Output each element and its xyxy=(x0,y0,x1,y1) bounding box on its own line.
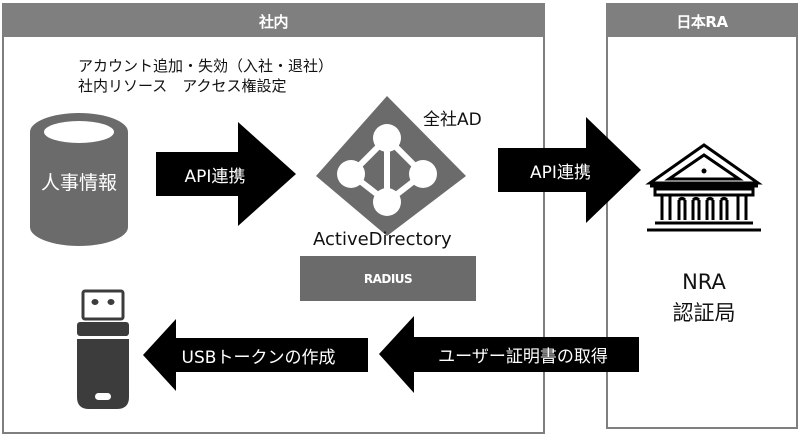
arrow-to-usb: USBトークンの作成 xyxy=(143,319,368,391)
active-directory-caption: 全社AD xyxy=(423,110,482,130)
right-arrow-shape xyxy=(498,117,641,223)
arrow-hr-to-ad-label: API連携 xyxy=(184,166,246,187)
arrow-ad-to-nra-label: API連携 xyxy=(530,162,591,183)
nra-label-line2: 認証局 xyxy=(672,301,736,325)
active-directory-label: ActiveDirectory xyxy=(313,229,452,250)
database-cylinder-icon xyxy=(30,113,128,246)
active-directory-node xyxy=(308,94,468,238)
right-arrow-shape xyxy=(156,122,296,226)
hr-database-node: 人事情報 xyxy=(28,112,130,247)
process-note-line2: 社内リソース アクセス権設定 xyxy=(78,77,287,95)
arrow-nra-to-internal: ユーザー証明書の取得 xyxy=(379,316,639,393)
bank-building-icon xyxy=(645,143,763,232)
left-arrow-shape xyxy=(143,319,368,391)
internal-zone-header: 社内 xyxy=(4,5,543,37)
left-arrow-shape xyxy=(379,316,639,393)
ra-zone-header: 日本RA xyxy=(608,5,796,37)
nra-node xyxy=(643,142,765,242)
process-note-line1: アカウント追加・失効（入社・退社） xyxy=(78,57,334,75)
arrow-hr-to-ad: API連携 xyxy=(156,122,296,226)
radius-box: RADIUS xyxy=(300,256,476,301)
arrow-to-usb-label: USBトークンの作成 xyxy=(181,347,336,368)
arrow-nra-to-internal-label: ユーザー証明書の取得 xyxy=(438,347,608,367)
usb-token-node xyxy=(76,289,130,411)
hr-database-label: 人事情報 xyxy=(40,172,117,194)
arrow-ad-to-nra: API連携 xyxy=(498,117,641,223)
usb-token-icon xyxy=(77,289,129,409)
active-directory-icon xyxy=(316,96,466,236)
nra-label-line1: NRA xyxy=(682,270,726,294)
